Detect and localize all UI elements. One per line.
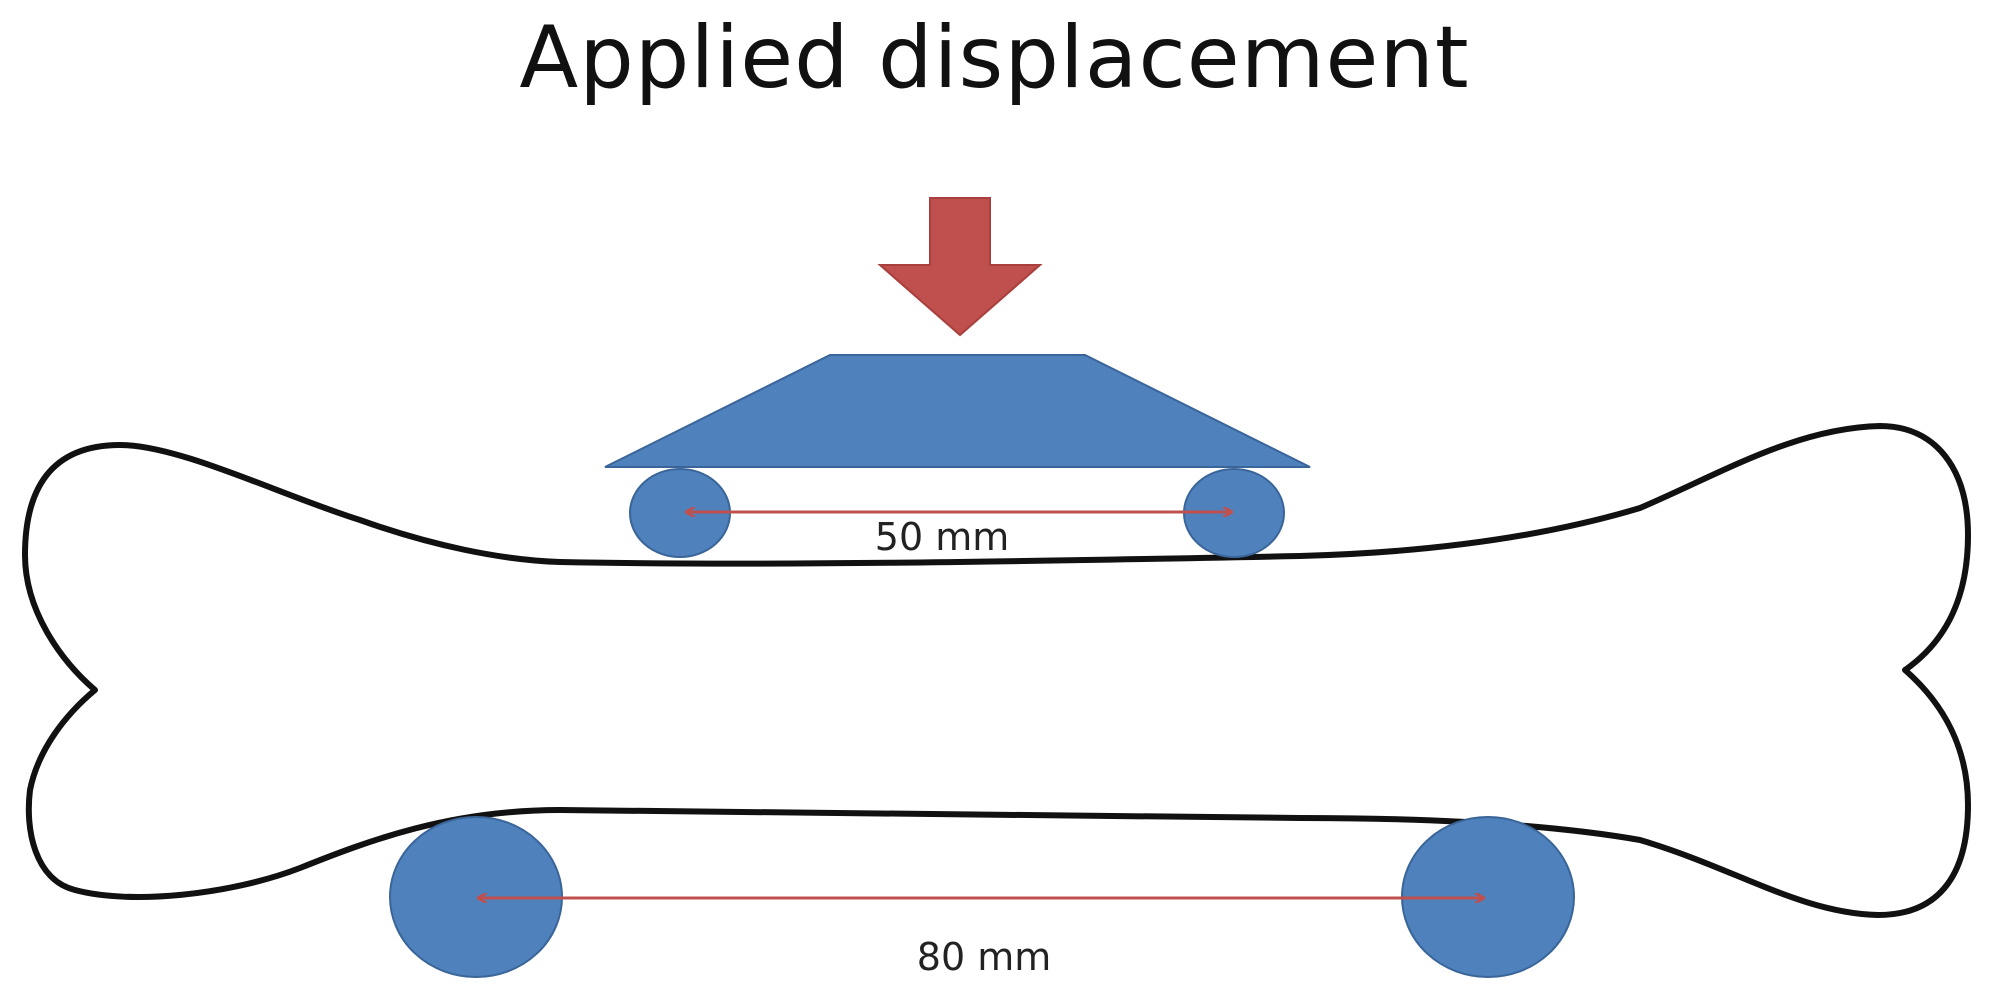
lower-span-label: 80 mm (917, 935, 1051, 979)
diagram-title: Applied displacement (519, 8, 1470, 108)
bone-outline (22, 423, 1971, 918)
loading-block (604, 354, 1311, 468)
load-arrow-icon (877, 197, 1043, 337)
upper-span-label: 50 mm (875, 515, 1009, 559)
